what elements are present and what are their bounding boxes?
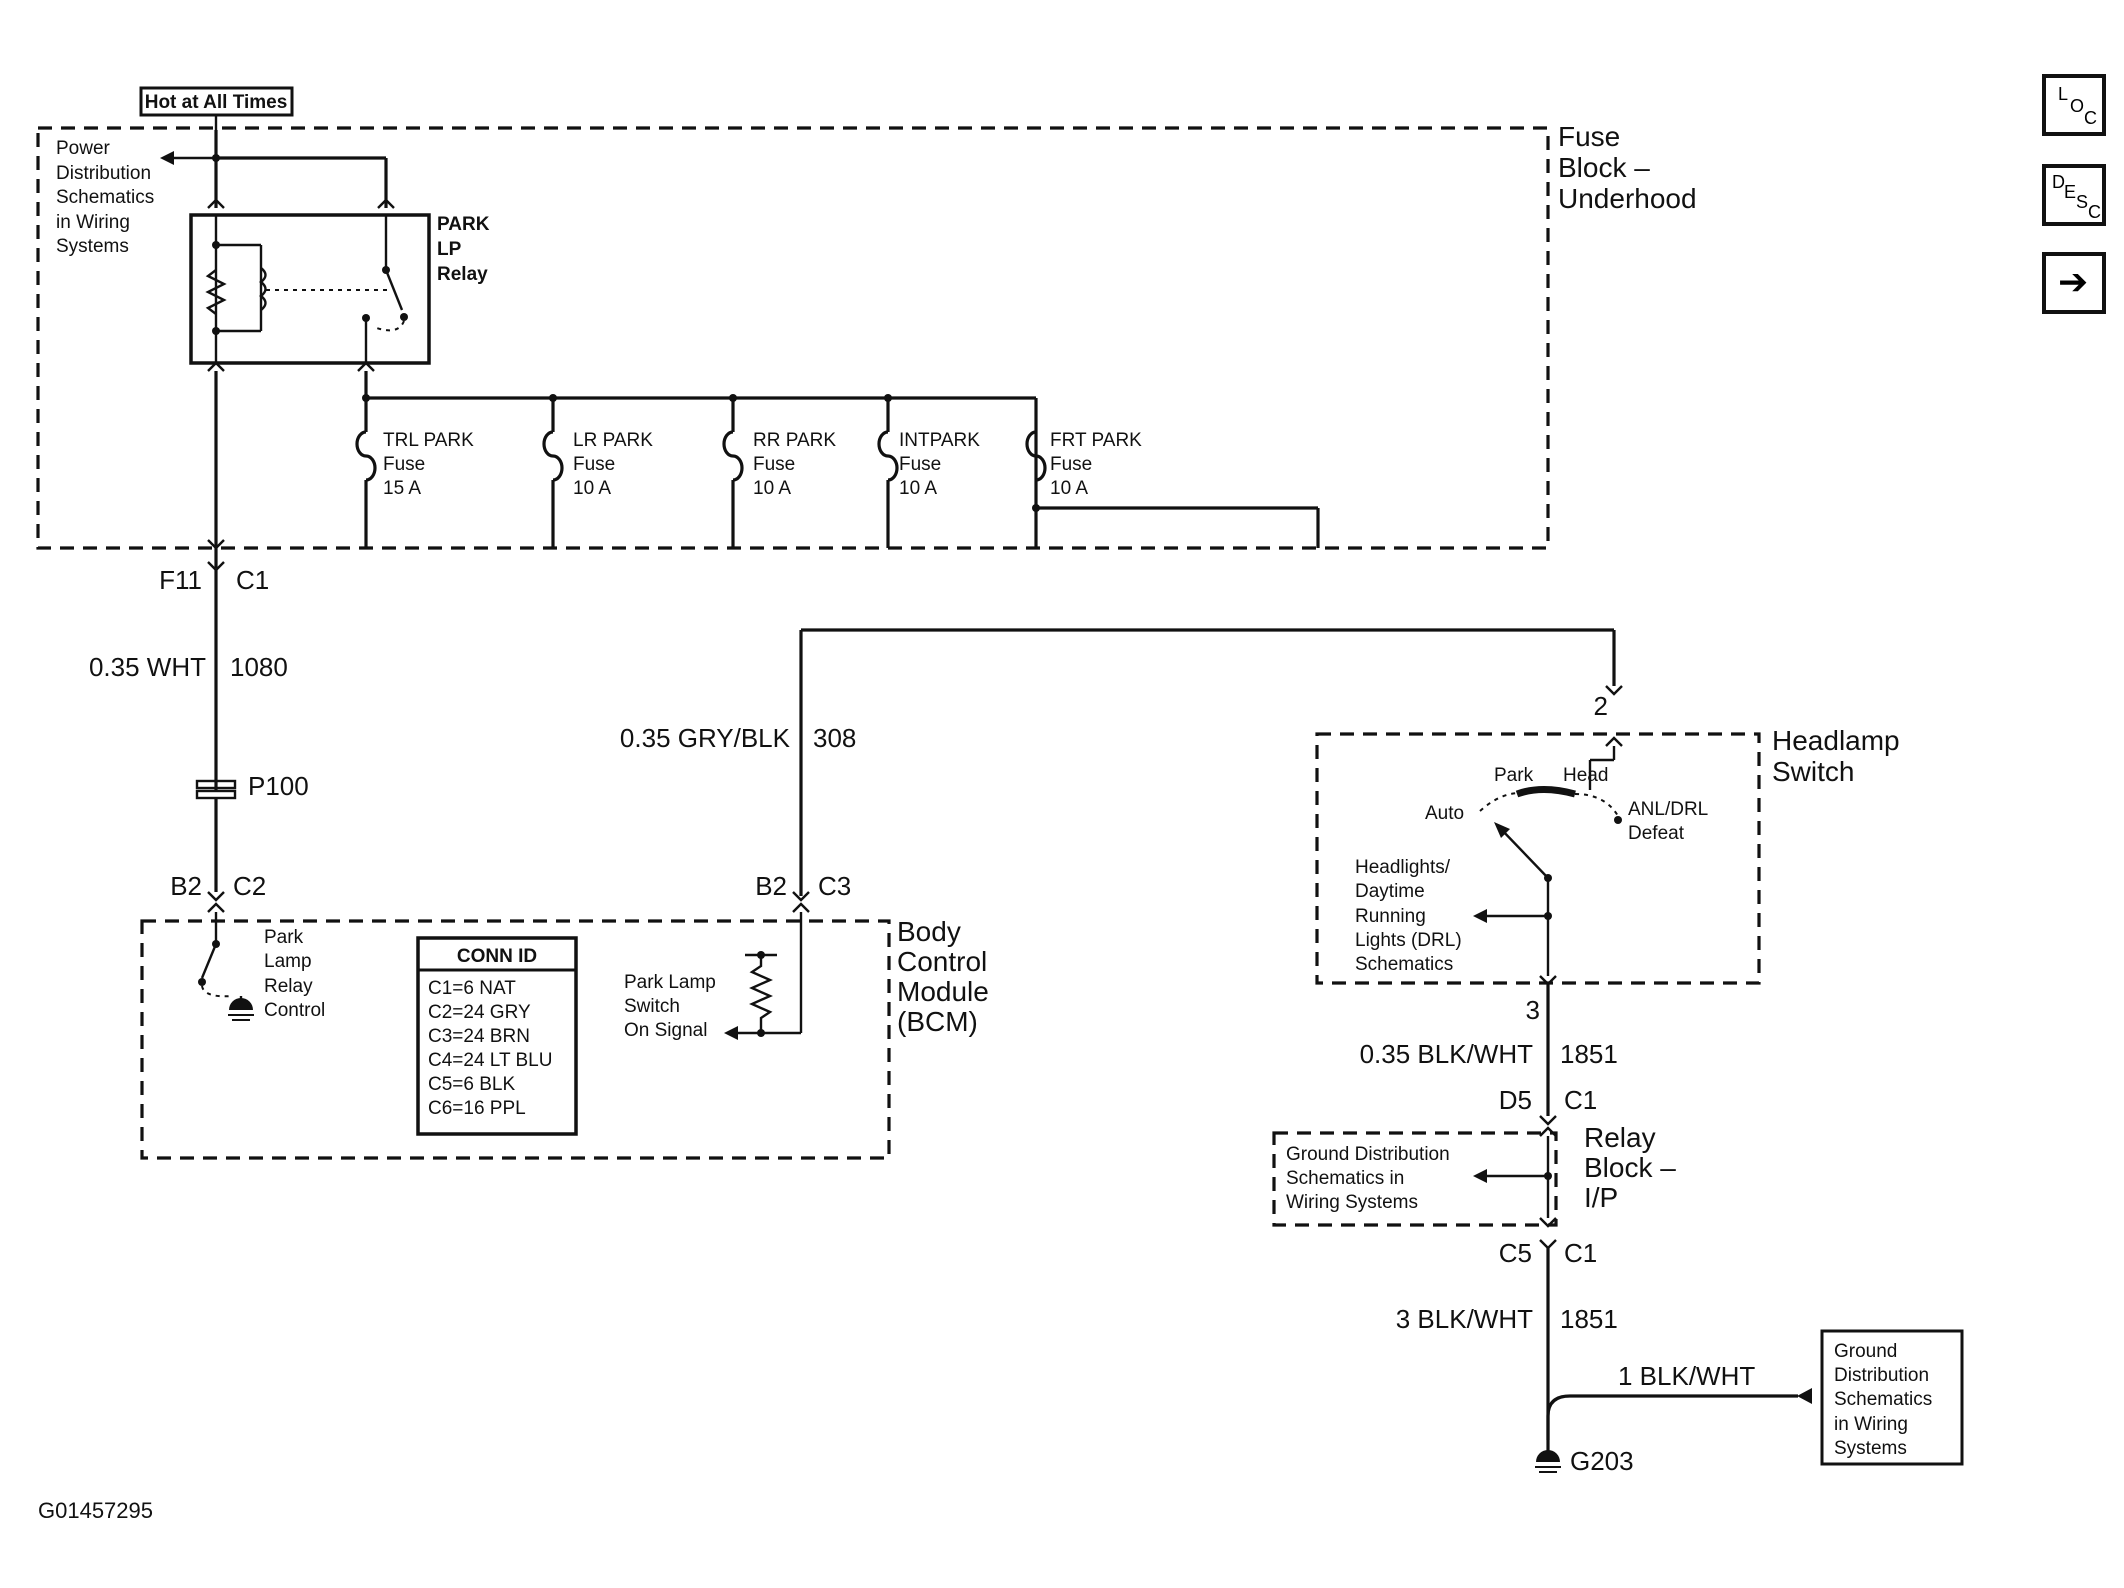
svg-text:G203: G203	[1570, 1446, 1634, 1476]
power-bus	[160, 115, 395, 209]
wire-1851b-size: 3 BLK/WHT	[1396, 1304, 1533, 1334]
ground-distribution-note: Ground Distribution Schematics in Wiring…	[1286, 1144, 1455, 1213]
svg-text:Auto: Auto	[1425, 803, 1464, 824]
desc-button[interactable]: D E S C	[2042, 164, 2106, 226]
body-control-module: Body Control Module (BCM) Park Lamp Rela…	[140, 912, 997, 1160]
pullup-resistor	[749, 955, 773, 1033]
svg-text:Park: Park	[1494, 765, 1534, 786]
svg-text:Ground Distribution: Ground Distribution Schematics in Wiring…	[1834, 1341, 1937, 1459]
wire-1851b-circuit: 1851	[1560, 1304, 1618, 1334]
connector-b2-c3: B2 C3	[755, 871, 851, 913]
svg-text:C5: C5	[1499, 1238, 1532, 1268]
svg-text:B2: B2	[170, 871, 202, 901]
hot-at-all-times-label: Hot at All Times	[139, 86, 294, 117]
fuse-bus	[362, 394, 1320, 548]
headlamp-pin-3: 3	[1526, 995, 1540, 1025]
diagram-id: G01457295	[38, 1498, 153, 1523]
desc-letter-e: E	[2064, 182, 2077, 202]
loc-button[interactable]: L O C	[2042, 74, 2106, 136]
relay-label: PARK LP Relay	[437, 214, 495, 285]
conn-id-table: CONN ID C1=6 NAT C2=24 GRY C3=24 BRN C4=…	[416, 936, 578, 1136]
svg-text:B2: B2	[755, 871, 787, 901]
switch-signal-label: Park Lamp Switch On Signal	[624, 972, 721, 1041]
fuse-block-underhood: Fuse Block – Underhood	[36, 121, 1697, 550]
wire-308: 0.35 GRY/BLK 308	[620, 628, 1623, 896]
bcm-label: Body Control Module (BCM)	[897, 916, 997, 1037]
svg-text:308: 308	[813, 723, 856, 753]
svg-text:D5: D5	[1499, 1085, 1532, 1115]
desc-letter-d: D	[2052, 172, 2065, 192]
fuse-block-label: Fuse Block – Underhood	[1558, 121, 1697, 214]
park-lp-relay: PARK LP Relay	[189, 213, 495, 365]
svg-text:2: 2	[1594, 691, 1608, 721]
relay-block-label: Relay Block – I/P	[1584, 1122, 1684, 1213]
svg-text:F11: F11	[159, 565, 202, 595]
wire-1080-circuit: 1080	[230, 652, 288, 682]
splice-p100: P100	[195, 771, 309, 801]
arrow-right-icon: ➔	[2058, 262, 2089, 303]
svg-text:P100: P100	[248, 771, 309, 801]
power-distribution-note: Power Distribution Schematics in Wiring …	[56, 138, 159, 257]
ground-branch: 1 BLK/WHT	[1546, 1361, 1812, 1440]
svg-text:C1: C1	[1564, 1085, 1597, 1115]
svg-text:C1: C1	[236, 565, 269, 595]
wire-1851a-size: 0.35 BLK/WHT	[1360, 1039, 1534, 1069]
svg-text:Hot at All Times: Hot at All Times	[145, 92, 288, 113]
headlamp-switch: Headlamp Switch 2 Park Head Auto ANL/DRL…	[1315, 691, 1907, 986]
svg-text:C2: C2	[233, 871, 266, 901]
wire-1851a-circuit: 1851	[1560, 1039, 1618, 1069]
next-button[interactable]: ➔	[2042, 252, 2106, 314]
svg-text:Head: Head	[1563, 765, 1608, 786]
svg-text:C3: C3	[818, 871, 851, 901]
relay-block-ip: Relay Block – I/P Ground Distribution Sc…	[1272, 1122, 1684, 1228]
ground-distribution-box: Ground Distribution Schematics in Wiring…	[1820, 1329, 1964, 1466]
connector-c5-c1: C5 C1	[1499, 1238, 1598, 1268]
relay-control-label: Park Lamp Relay Control	[264, 927, 325, 1021]
connector-b2-c2: B2 C2	[170, 871, 266, 913]
loc-letter-c: C	[2084, 108, 2097, 128]
desc-letter-s: S	[2076, 192, 2089, 212]
svg-text:CONN ID: CONN ID	[457, 946, 537, 967]
svg-text:C1=6 NAT C2=24 GRY: C1=6 NAT C2=24 GRY C3=24 BRN C4=24 LT BL…	[428, 978, 558, 1119]
svg-text:0.35 GRY/BLK: 0.35 GRY/BLK	[620, 723, 791, 753]
loc-letter-o: O	[2070, 96, 2085, 116]
coil-resistor	[205, 269, 227, 315]
svg-text:ANL/DRL Defeat: ANL/DRL Defeat	[1628, 799, 1713, 844]
drl-schematics-note: Headlights/ Daytime Running Lights (DRL)…	[1355, 857, 1467, 975]
svg-text:C1: C1	[1564, 1238, 1597, 1268]
desc-letter-c: C	[2088, 202, 2101, 222]
wire-1080-size: 0.35 WHT	[89, 652, 206, 682]
coil-winding	[259, 267, 267, 311]
headlamp-switch-label: Headlamp Switch	[1772, 725, 1907, 787]
svg-text:1 BLK/WHT: 1 BLK/WHT	[1618, 1361, 1755, 1391]
connector-f11-c1: F11 C1	[159, 539, 269, 595]
loc-letter-l: L	[2058, 84, 2069, 104]
ground-g203: G203	[1535, 1446, 1634, 1476]
